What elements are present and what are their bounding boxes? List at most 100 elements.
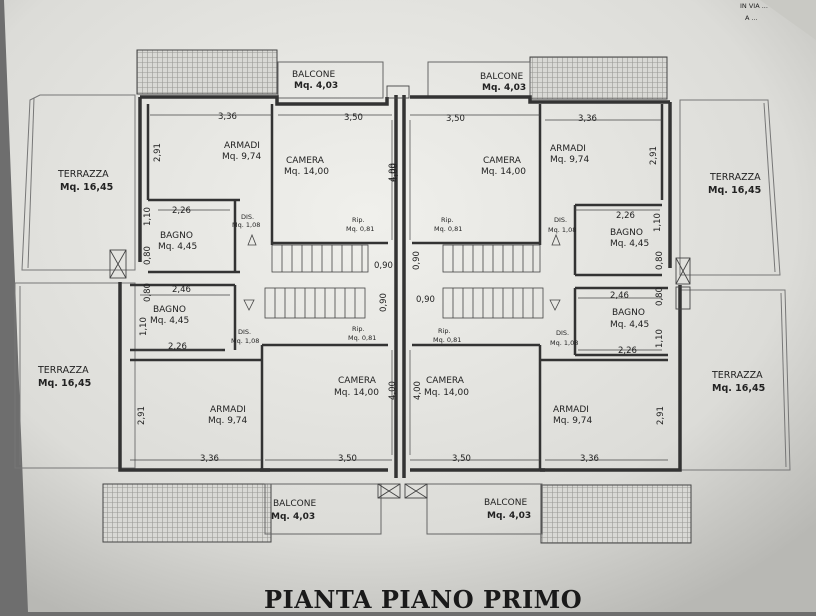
dim-110-se: 1,10 xyxy=(655,329,665,348)
dim-110-ne: 1,10 xyxy=(653,213,663,232)
dim-226-se: 2,26 xyxy=(618,346,637,356)
armadi-label-nw: ARMADI xyxy=(224,141,260,151)
dim-246-sw: 2,46 xyxy=(172,285,191,295)
terrace-area-nw: Mq. 16,45 xyxy=(60,182,113,193)
terrace-area-sw: Mq. 16,45 xyxy=(38,378,91,389)
dim-400-sw: 4,00 xyxy=(388,381,398,400)
armadi-label-ne: ARMADI xyxy=(550,144,586,154)
dim-090-vertical-ne: 0,90 xyxy=(412,251,422,270)
dim-226-sw: 2,26 xyxy=(168,342,187,352)
dim-291-ne: 2,91 xyxy=(649,146,659,165)
corner-note-2: A ... xyxy=(745,14,758,22)
camera-label-nw: CAMERA xyxy=(286,156,325,166)
armadi-area-ne: Mq. 9,74 xyxy=(550,155,590,165)
bagno-area-ne: Mq. 4,45 xyxy=(610,239,649,249)
balcony-hatch-sw xyxy=(102,483,272,543)
balcony-area-nw: Mq. 4,03 xyxy=(294,81,338,91)
terrace-label-nw: TERRAZZA xyxy=(57,169,109,180)
rip-label-ne: Rip. xyxy=(441,216,454,224)
rip-label-se: Rip. xyxy=(438,327,451,335)
rip-area-se: Mq. 0,81 xyxy=(433,336,461,344)
dis-area-sw: Mq. 1,08 xyxy=(231,337,259,345)
dim-110-nw: 1,10 xyxy=(143,207,153,226)
dim-400-se: 4,00 xyxy=(413,381,423,400)
dim-080-sw: 0,80 xyxy=(143,283,153,302)
dim-336-nw: 3,36 xyxy=(218,112,237,122)
dim-110-sw: 1,10 xyxy=(139,317,149,336)
rip-area-nw: Mq. 0,81 xyxy=(346,225,374,233)
terrace-area-se: Mq. 16,45 xyxy=(712,383,765,394)
bagno-label-ne: BAGNO xyxy=(610,228,643,238)
camera-label-sw: CAMERA xyxy=(338,376,377,386)
bagno-label-nw: BAGNO xyxy=(160,231,193,241)
dis-area-nw: Mq. 1,08 xyxy=(232,221,260,229)
dis-area-se: Mq. 1,08 xyxy=(550,339,578,347)
dim-246-se: 2,46 xyxy=(610,291,629,301)
dim-226-nw: 2,26 xyxy=(172,206,191,216)
armadi-label-se: ARMADI xyxy=(553,405,589,415)
dim-291-se: 2,91 xyxy=(656,406,666,425)
balcony-label-nw: BALCONE xyxy=(292,70,335,80)
building-walls xyxy=(118,95,682,478)
dim-080-nw: 0,80 xyxy=(143,246,153,265)
terrace-label-sw: TERRAZZA xyxy=(37,365,89,376)
rip-label-sw: Rip. xyxy=(352,325,365,333)
balcony-hatch-ne xyxy=(529,56,668,100)
dim-350-se: 3,50 xyxy=(452,454,471,464)
dim-090-vertical: 0,90 xyxy=(379,293,389,312)
dis-label-nw: DIS. xyxy=(241,213,254,221)
bagno-area-nw: Mq. 4,45 xyxy=(158,242,197,252)
camera-label-se: CAMERA xyxy=(426,376,465,386)
camera-area-se: Mq. 14,00 xyxy=(424,388,469,398)
rip-area-sw: Mq. 0,81 xyxy=(348,334,376,342)
dis-label-se: DIS. xyxy=(556,329,569,337)
armadi-area-se: Mq. 9,74 xyxy=(553,416,593,426)
dim-350-nw: 3,50 xyxy=(344,113,363,123)
dim-080-se: 0,80 xyxy=(655,287,665,306)
dim-090-nw: 0,90 xyxy=(374,261,393,271)
dim-336-sw: 3,36 xyxy=(200,454,219,464)
dim-350-ne: 3,50 xyxy=(446,114,465,124)
rip-label-nw: Rip. xyxy=(352,216,365,224)
balcony-area-ne: Mq. 4,03 xyxy=(482,83,526,93)
dim-350-sw: 3,50 xyxy=(338,454,357,464)
page-title: PIANTA PIANO PRIMO xyxy=(264,585,582,612)
balcony-label-ne: BALCONE xyxy=(480,72,523,82)
bagno-area-sw: Mq. 4,45 xyxy=(150,316,189,326)
camera-label-ne: CAMERA xyxy=(483,156,522,166)
terrace-label-ne: TERRAZZA xyxy=(709,172,761,183)
dim-400-ne: 4,00 xyxy=(390,163,400,182)
dim-291-nw: 2,91 xyxy=(153,143,163,162)
balcony-label-se: BALCONE xyxy=(484,498,527,508)
dim-080-ne: 0,80 xyxy=(655,251,665,270)
dim-226-ne: 2,26 xyxy=(616,211,635,221)
balcony-area-sw: Mq. 4,03 xyxy=(271,512,315,522)
dis-label-ne: DIS. xyxy=(554,216,567,224)
balcony-label-sw: BALCONE xyxy=(273,499,316,509)
balcony-hatch-se xyxy=(540,484,692,544)
rip-area-ne: Mq. 0,81 xyxy=(434,225,462,233)
bagno-label-sw: BAGNO xyxy=(153,305,186,315)
camera-area-nw: Mq. 14,00 xyxy=(284,167,329,177)
terrace-area-ne: Mq. 16,45 xyxy=(708,185,761,196)
dim-291-sw: 2,91 xyxy=(137,406,147,425)
camera-area-sw: Mq. 14,00 xyxy=(334,388,379,398)
dim-090-se: 0,90 xyxy=(416,295,435,305)
balcony-area-se: Mq. 4,03 xyxy=(487,511,531,521)
bagno-label-se: BAGNO xyxy=(612,308,645,318)
camera-area-ne: Mq. 14,00 xyxy=(481,167,526,177)
dis-area-ne: Mq. 1,08 xyxy=(548,226,576,234)
armadi-area-sw: Mq. 9,74 xyxy=(208,416,248,426)
armadi-area-nw: Mq. 9,74 xyxy=(222,152,262,162)
armadi-label-sw: ARMADI xyxy=(210,405,246,415)
dim-336-ne: 3,36 xyxy=(578,114,597,124)
dim-336-se: 3,36 xyxy=(580,454,599,464)
corner-note-1: IN VIA ... xyxy=(740,2,768,10)
balcony-hatch-nw xyxy=(136,49,278,95)
terrace-label-se: TERRAZZA xyxy=(711,370,763,381)
bagno-area-se: Mq. 4,45 xyxy=(610,320,649,330)
dis-label-sw: DIS. xyxy=(238,328,251,336)
